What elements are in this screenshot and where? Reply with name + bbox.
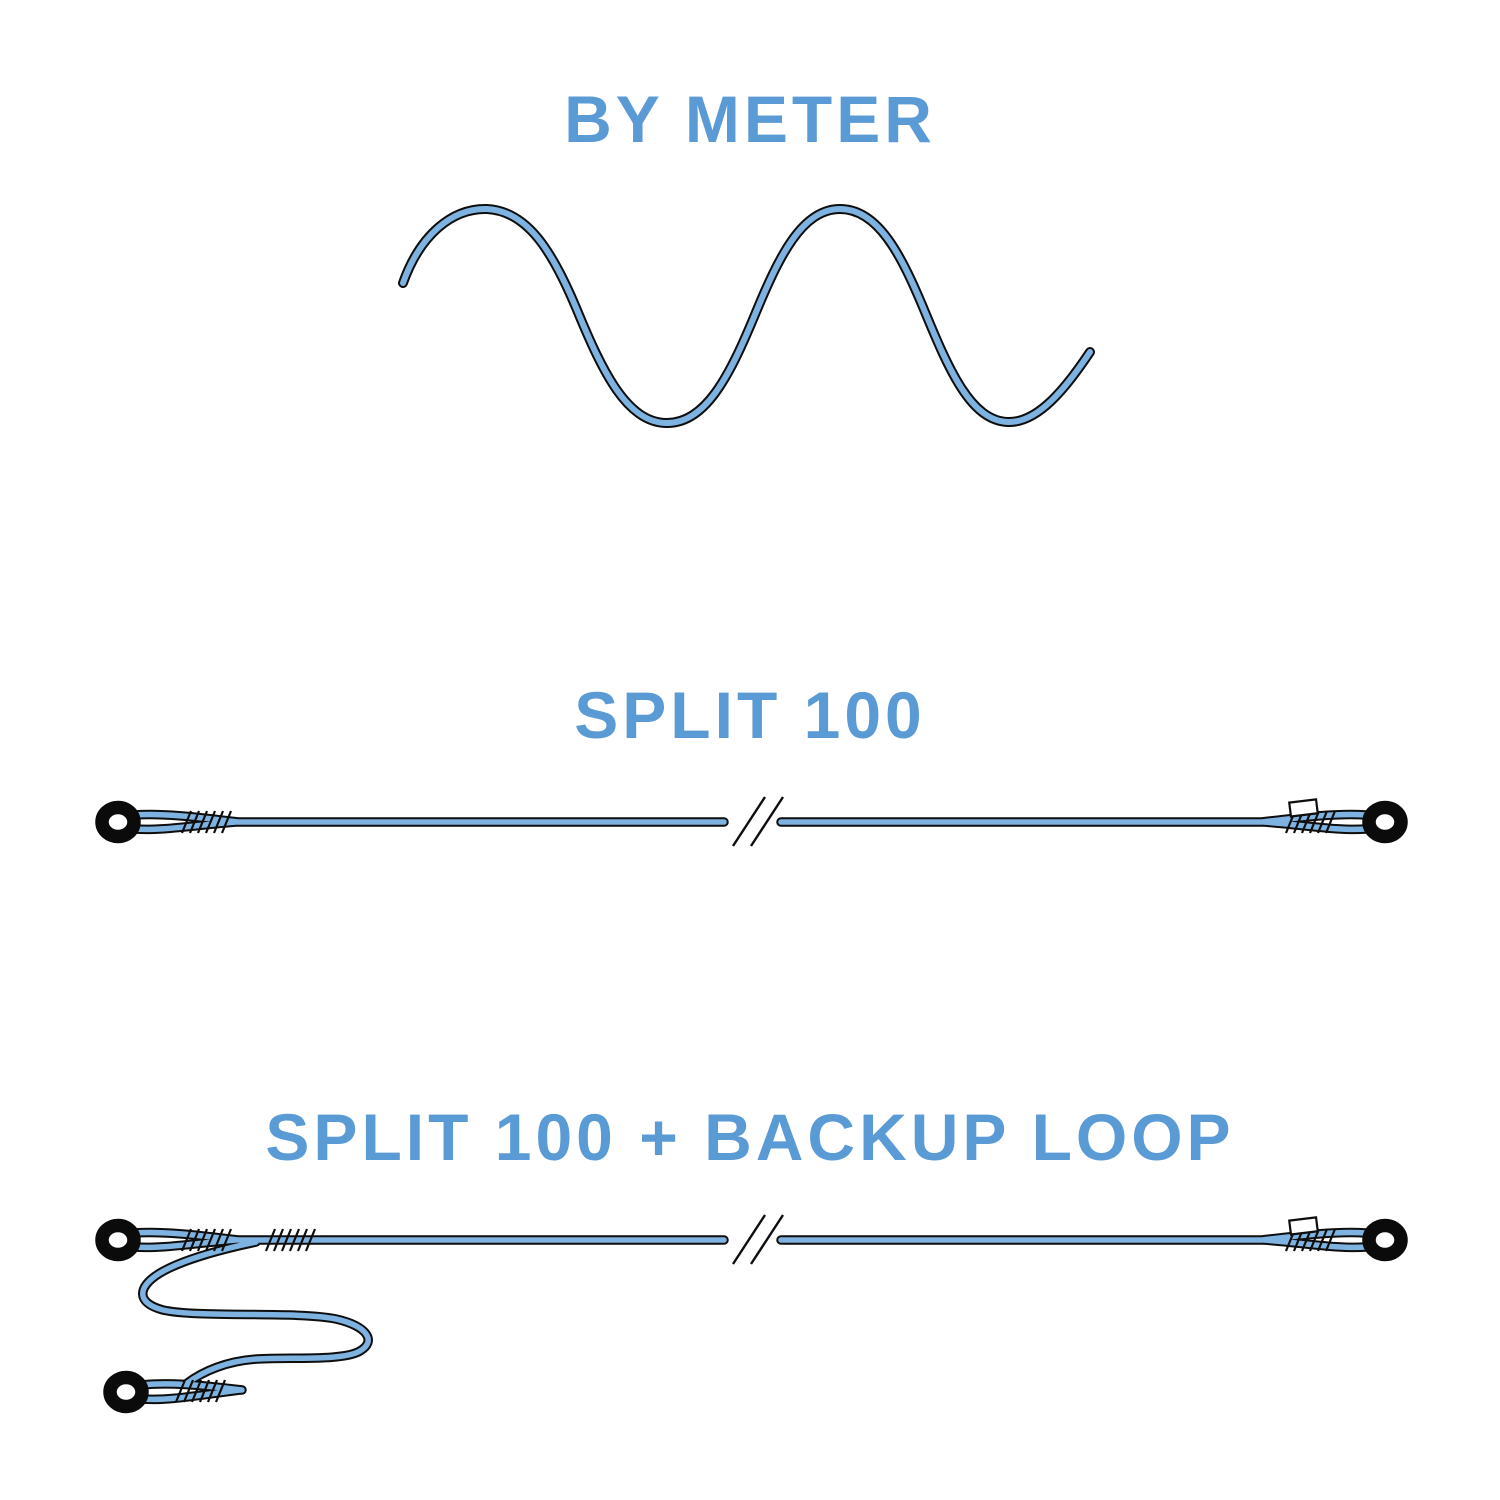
whipping-marks-left xyxy=(180,1228,233,1252)
whipping-marks-right xyxy=(1284,1228,1337,1252)
rope-core xyxy=(131,811,1369,833)
label-tag xyxy=(1288,1216,1319,1236)
wavy-rope-illustration xyxy=(398,203,1095,429)
spliced-eye-right xyxy=(1362,800,1408,844)
section-title-split-100: SPLIT 100 xyxy=(574,678,926,752)
spliced-eye-right xyxy=(1362,1218,1408,1262)
break-mark xyxy=(731,1214,785,1265)
backup-loop-eye xyxy=(103,1370,149,1414)
rope-wave-core xyxy=(400,205,1093,427)
spliced-eye-left xyxy=(95,1218,141,1262)
rope-core xyxy=(131,1229,1369,1403)
rope-wave-outline xyxy=(398,203,1095,429)
whipping-marks-backup-attach xyxy=(264,1228,317,1252)
section-title-split-100-backup-loop: SPLIT 100 + BACKUP LOOP xyxy=(265,1100,1235,1174)
split-100-backup-loop-rope-illustration xyxy=(95,1214,1408,1414)
break-mark xyxy=(731,796,785,847)
whipping-marks-left xyxy=(180,810,233,834)
whipping-marks-backup-eye xyxy=(174,1379,227,1403)
spliced-eye-left xyxy=(95,800,141,844)
whipping-marks-right xyxy=(1284,810,1337,834)
split-100-rope-illustration xyxy=(95,796,1408,847)
label-tag xyxy=(1288,798,1319,818)
section-title-by-meter: BY METER xyxy=(564,82,936,156)
